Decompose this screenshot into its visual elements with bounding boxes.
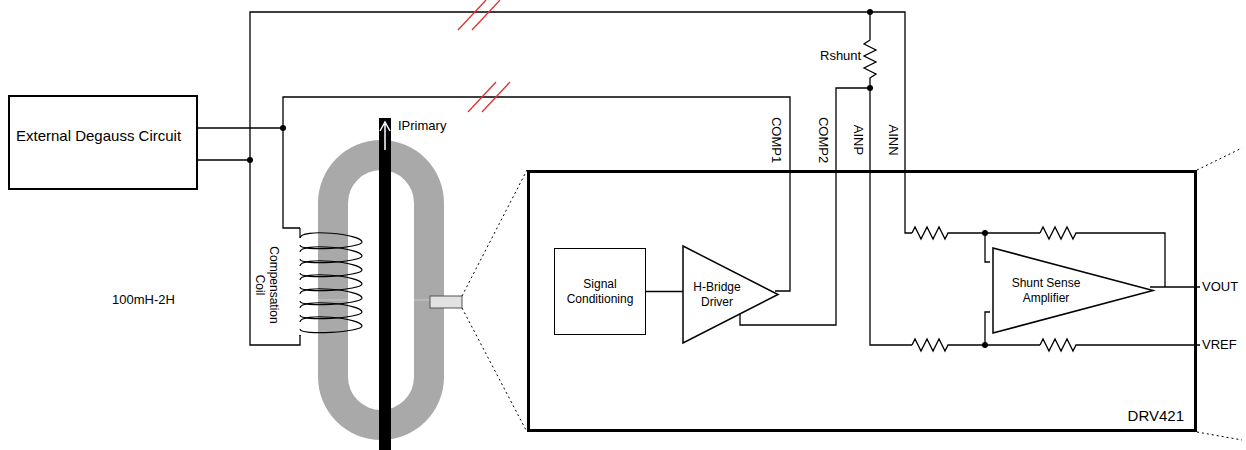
current-arrow	[380, 122, 390, 150]
zoom-line	[462, 308, 527, 432]
zoom-line	[1197, 432, 1242, 440]
coil-turn	[300, 247, 362, 263]
resistor-symbol	[912, 339, 1040, 351]
resistor-symbol	[1040, 339, 1200, 351]
signal-label: Rshunt	[820, 48, 861, 63]
vertical-label: COMP2	[816, 117, 831, 163]
junction-dot	[982, 342, 988, 348]
triangle-outline	[993, 248, 1153, 333]
coil-turn	[300, 233, 362, 249]
sensor-element	[430, 296, 462, 308]
circuit-box: External Degauss Circuit	[8, 95, 198, 190]
wire	[985, 233, 990, 262]
signal-label: VOUT	[1202, 279, 1238, 294]
coil-turn	[300, 275, 362, 291]
triangle-shape	[993, 248, 1153, 333]
coil-turn	[300, 261, 362, 277]
signal-connector	[646, 291, 683, 292]
wire	[985, 312, 990, 345]
node-label: H-Bridge Driver	[691, 280, 743, 310]
ic-box: DRV421 Signal Conditioning H-Bridge Driver…	[527, 170, 1197, 432]
coil-turn	[300, 289, 362, 305]
amplifier-triangle: Shunt Sense Amplifier	[993, 248, 1153, 333]
signal-label: VREF	[1202, 337, 1237, 352]
break-mark	[468, 82, 510, 112]
junction-dot	[867, 9, 873, 15]
resistor-symbol	[864, 12, 876, 88]
chip-name: DRV421	[1128, 407, 1184, 425]
wire	[190, 127, 283, 128]
zoom-line	[1197, 148, 1242, 170]
triangle-shape	[683, 246, 778, 343]
node-label: Signal Conditioning	[555, 277, 645, 307]
coil-turn	[300, 317, 362, 333]
zoom-line	[462, 170, 527, 296]
junction-dot	[247, 157, 253, 163]
signal-label: IPrimary	[398, 118, 446, 133]
connector-line	[646, 291, 683, 292]
node-label: External Degauss Circuit	[10, 97, 196, 145]
driver-triangle: H-Bridge Driver	[683, 246, 778, 343]
coil-turn	[300, 303, 362, 319]
wire	[299, 335, 300, 336]
junction-dot	[867, 85, 873, 91]
coil-windings	[300, 228, 362, 336]
node-label: Shunt Sense Amplifier	[1005, 276, 1087, 306]
wire	[870, 88, 912, 345]
vertical-label: Compensation Coil	[253, 239, 281, 331]
resistor-symbol	[912, 227, 1040, 239]
primary-conductor	[379, 118, 391, 450]
wire	[190, 159, 250, 160]
break-mark	[458, 0, 500, 30]
wire	[1150, 286, 1200, 287]
junction-dot	[280, 125, 286, 131]
signal-label: 100mH-2H	[112, 292, 175, 307]
process-box: Signal Conditioning	[554, 248, 646, 335]
vertical-label: AINN	[886, 124, 901, 155]
junction-dot	[982, 230, 988, 236]
vertical-label: COMP1	[769, 117, 784, 163]
vertical-label: AINP	[851, 125, 866, 155]
